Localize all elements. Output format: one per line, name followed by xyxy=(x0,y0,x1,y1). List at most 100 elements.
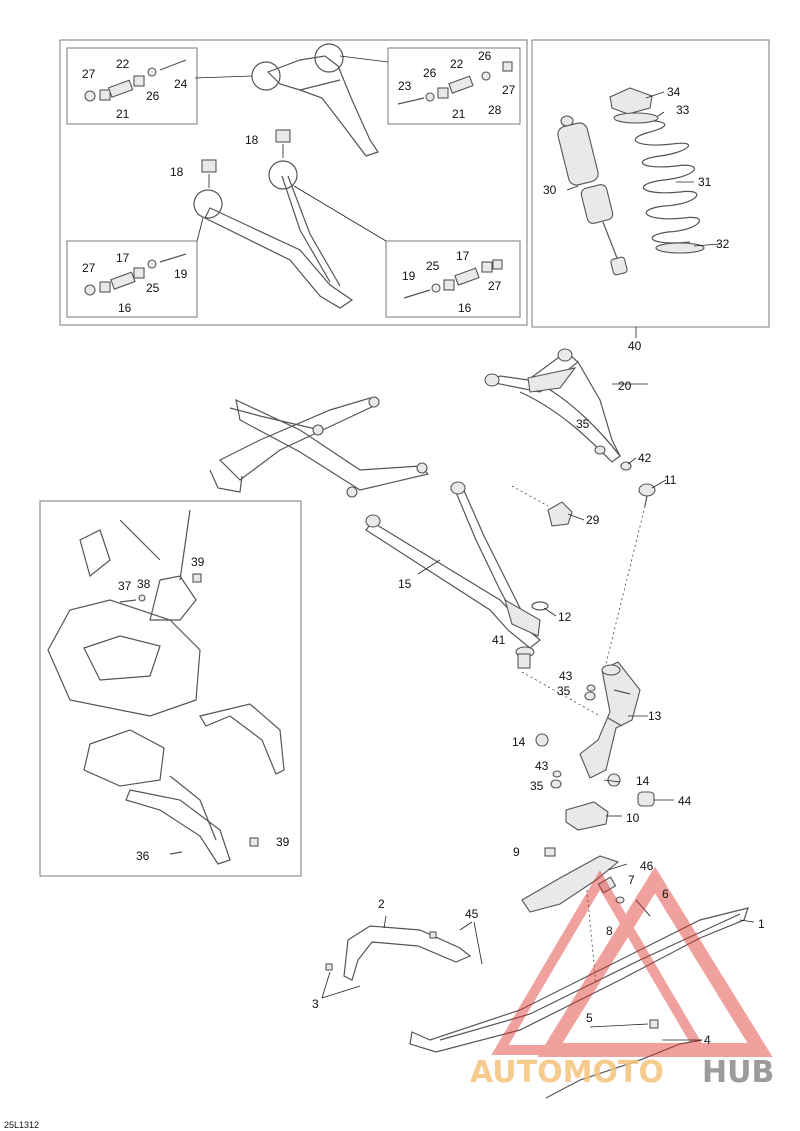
callout-6: 6 xyxy=(662,887,669,901)
callout-5: 5 xyxy=(586,1011,593,1025)
ski-pad-10 xyxy=(565,801,609,831)
callout-41: 41 xyxy=(492,633,506,647)
watermark-text-part1: AUTOMOTO xyxy=(470,1055,664,1090)
callout-28: 28 xyxy=(488,103,502,117)
callout-10: 10 xyxy=(626,811,640,825)
callout-14-right: 14 xyxy=(636,774,650,788)
callout-26-right: 26 xyxy=(478,49,492,63)
bushing-18-right xyxy=(275,129,291,143)
watermark-text-part2: HUB xyxy=(702,1055,774,1090)
callout-14-left: 14 xyxy=(512,735,526,749)
callout-39-lower: 39 xyxy=(276,835,290,849)
nut-35-mid xyxy=(584,691,596,701)
bushing-14-left xyxy=(535,733,549,747)
spring-seat-34 xyxy=(609,87,653,115)
callout-16-left: 16 xyxy=(118,301,132,315)
hardware-set-upper-right xyxy=(397,61,513,105)
nut-35-upper xyxy=(594,445,606,455)
ski-handle-2 xyxy=(343,925,472,981)
bumper-29 xyxy=(547,501,573,527)
shock-absorber xyxy=(557,115,628,276)
callout-36: 36 xyxy=(136,849,150,863)
watermark-logo xyxy=(491,866,773,1057)
callout-27-upper-right: 27 xyxy=(502,83,516,97)
callout-40: 40 xyxy=(628,339,642,353)
leader-lines xyxy=(321,91,755,1041)
hardware-set-lower-left xyxy=(84,253,187,296)
assembly-line-ball-joint xyxy=(604,505,646,669)
hardware-set-lower-right xyxy=(403,259,503,299)
spacer-7 xyxy=(597,876,617,894)
spindle-13 xyxy=(579,661,641,779)
ball-joint-41 xyxy=(515,646,535,669)
ball-joint-11 xyxy=(638,483,656,507)
callout-43-lower: 43 xyxy=(535,759,549,773)
nut-39-upper xyxy=(192,573,202,583)
callout-35-mid: 35 xyxy=(557,684,571,698)
callout-17-left: 17 xyxy=(116,251,130,265)
screw-3 xyxy=(325,963,333,971)
coil-spring xyxy=(627,120,705,254)
runner-4 xyxy=(545,1039,703,1099)
frame-chassis xyxy=(47,509,285,865)
callout-35-lower: 35 xyxy=(530,779,544,793)
bolt-6 xyxy=(635,899,651,917)
nut-39-lower xyxy=(249,837,259,847)
callout-34: 34 xyxy=(667,85,681,99)
ski-leg-46 xyxy=(521,855,620,913)
callout-27-lower-right: 27 xyxy=(488,279,502,293)
callout-30: 30 xyxy=(543,183,557,197)
callout-20: 20 xyxy=(618,379,632,393)
callout-1: 1 xyxy=(758,917,765,931)
retainer-ring-12 xyxy=(531,601,549,611)
callout-12: 12 xyxy=(558,610,572,624)
callout-22-right: 22 xyxy=(450,57,464,71)
callout-22-left: 22 xyxy=(116,57,130,71)
callout-4: 4 xyxy=(704,1033,711,1047)
lower-arm-hardware-box-right xyxy=(385,240,521,318)
callout-8: 8 xyxy=(606,924,613,938)
bolt-37 xyxy=(119,599,137,603)
upper-arm-hardware-box-left xyxy=(66,47,198,125)
a-arm-detail-frame xyxy=(59,39,528,326)
callout-2: 2 xyxy=(378,897,385,911)
callout-23: 23 xyxy=(398,79,412,93)
nut-35-lower xyxy=(550,779,562,789)
callout-13: 13 xyxy=(648,709,662,723)
spring-retainer-33 xyxy=(613,112,659,124)
callout-35-upper: 35 xyxy=(576,417,590,431)
callout-25-right: 25 xyxy=(426,259,440,273)
callout-3: 3 xyxy=(312,997,319,1011)
callout-33: 33 xyxy=(676,103,690,117)
callout-16-right: 16 xyxy=(458,301,472,315)
callout-43-upper: 43 xyxy=(559,669,573,683)
callout-21-right: 21 xyxy=(452,107,466,121)
callout-11: 11 xyxy=(664,473,677,487)
callout-38: 38 xyxy=(137,577,151,591)
upper-a-arm-assembly xyxy=(484,348,621,463)
callout-27-lower-left: 27 xyxy=(82,261,96,275)
upper-a-arm xyxy=(251,43,379,157)
callout-19-left: 19 xyxy=(174,267,188,281)
nut-9 xyxy=(544,847,556,857)
front-frame-assembly xyxy=(209,396,430,498)
washer-38 xyxy=(138,594,146,602)
callout-18-left: 18 xyxy=(170,165,184,179)
diagram-code: 25L1312 xyxy=(4,1120,39,1130)
callout-29: 29 xyxy=(586,513,600,527)
hardware-set-upper-left xyxy=(84,59,187,102)
callout-25-left: 25 xyxy=(146,281,160,295)
washer-8 xyxy=(615,896,625,904)
callout-labels: 1 2 3 4 5 6 7 8 9 10 11 12 13 14 14 15 1… xyxy=(82,49,765,1047)
lower-a-arm-assembly xyxy=(365,481,541,649)
bushing-14-right xyxy=(607,773,621,787)
callout-44: 44 xyxy=(678,794,692,808)
lower-arm-hardware-box-left xyxy=(66,240,198,318)
lower-a-arm xyxy=(193,160,354,309)
screw-45 xyxy=(429,931,437,939)
assembly-line-bumper xyxy=(511,485,549,507)
callout-39-upper: 39 xyxy=(191,555,205,569)
callout-45: 45 xyxy=(465,907,479,921)
shock-absorber-frame xyxy=(531,39,770,328)
